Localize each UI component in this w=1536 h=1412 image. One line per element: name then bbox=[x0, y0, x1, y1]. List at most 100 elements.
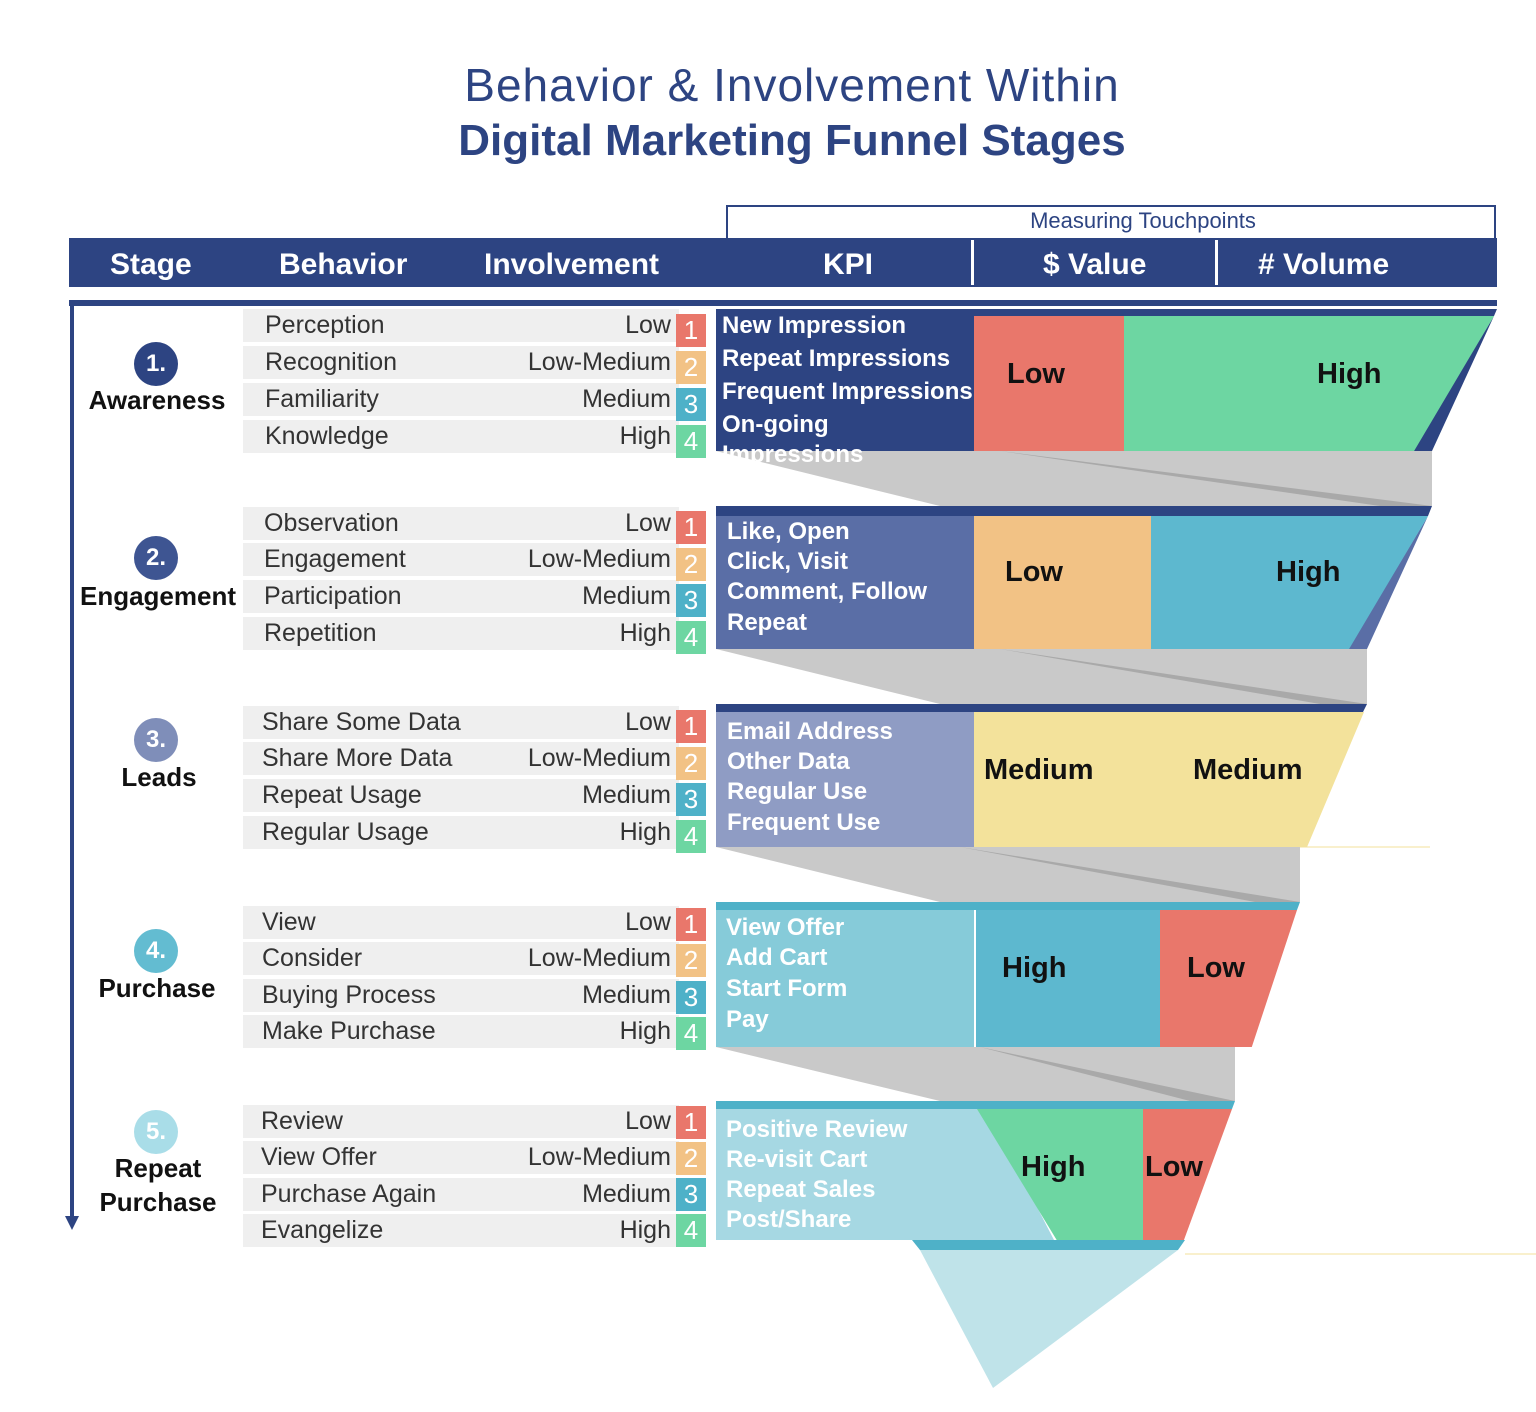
level-badge: 1 bbox=[676, 710, 706, 743]
level-badge: 4 bbox=[676, 1214, 706, 1247]
stage-number-badge: 3. bbox=[134, 718, 178, 762]
behavior-row: Familiarity Medium bbox=[243, 383, 679, 416]
stage-progress-arrowhead bbox=[65, 1216, 79, 1230]
behavior-label: Make Purchase bbox=[262, 1017, 436, 1045]
level-badge: 4 bbox=[676, 425, 706, 458]
behavior-row: Engagement Low-Medium bbox=[243, 543, 679, 576]
level-badge: 3 bbox=[676, 1178, 706, 1211]
level-badge: 2 bbox=[676, 351, 706, 384]
value-cell: Low bbox=[974, 516, 1151, 649]
involvement-label: High bbox=[619, 1017, 671, 1045]
kpi-item: Like, Open bbox=[727, 518, 850, 545]
funnel-connector bbox=[980, 1047, 1235, 1101]
kpi-box: Email Address Other Data Regular Use Fre… bbox=[716, 712, 974, 847]
behavior-row: Make Purchase High bbox=[243, 1015, 679, 1048]
stage-number-badge: 1. bbox=[134, 342, 178, 386]
value-label: Medium bbox=[984, 754, 1094, 786]
value-cell: High bbox=[976, 910, 1160, 1047]
behavior-label: Repetition bbox=[264, 619, 377, 647]
volume-label: Low bbox=[1187, 952, 1245, 984]
behavior-label: Participation bbox=[264, 582, 402, 610]
header-stage: Stage bbox=[110, 248, 192, 281]
involvement-label: High bbox=[619, 818, 671, 846]
value-label: High bbox=[1021, 1151, 1086, 1183]
kpi-item: Regular Use bbox=[727, 778, 868, 805]
involvement-label: Low-Medium bbox=[527, 545, 671, 573]
kpi-item: Email Address bbox=[727, 718, 893, 745]
volume-label: Low bbox=[1145, 1151, 1203, 1183]
behavior-row: Regular Usage High bbox=[243, 816, 679, 849]
behavior-label: Knowledge bbox=[265, 422, 389, 450]
involvement-label: High bbox=[619, 1216, 671, 1244]
behavior-label: Observation bbox=[264, 509, 399, 537]
funnel-bottom-cone bbox=[920, 1250, 1178, 1388]
behavior-label: Recognition bbox=[265, 348, 398, 376]
header-volume: # Volume bbox=[1258, 248, 1390, 281]
behavior-row: Repeat Usage Medium bbox=[243, 779, 679, 812]
behavior-label: Evangelize bbox=[261, 1216, 384, 1244]
volume-label: High bbox=[1276, 556, 1341, 588]
behavior-row: Share More Data Low-Medium bbox=[243, 742, 679, 775]
kpi-item: Click, Visit bbox=[727, 548, 848, 575]
kpi-item: Start Form bbox=[726, 975, 848, 1002]
behavior-row: Buying Process Medium bbox=[243, 979, 679, 1012]
level-badge: 1 bbox=[676, 511, 706, 544]
body-top-rule bbox=[69, 300, 1497, 306]
stage-name-line-2: Purchase bbox=[99, 1187, 217, 1217]
involvement-label: Low-Medium bbox=[527, 348, 671, 376]
behavior-label: Share More Data bbox=[262, 744, 453, 772]
behavior-row: Repetition High bbox=[243, 617, 679, 650]
involvement-label: High bbox=[619, 422, 671, 450]
level-badge: 1 bbox=[676, 314, 706, 347]
behavior-label: Purchase Again bbox=[261, 1180, 437, 1208]
funnel-connector bbox=[716, 847, 1300, 902]
funnel-bottom-band bbox=[912, 1240, 1185, 1250]
funnel-connector bbox=[960, 847, 1300, 902]
behavior-label: Perception bbox=[265, 311, 385, 339]
header-bar bbox=[69, 238, 1497, 287]
kpi-item: On-going Impressions bbox=[722, 411, 864, 468]
funnel-band-2 bbox=[716, 506, 1432, 516]
involvement-label: Medium bbox=[582, 981, 671, 1009]
kpi-item: Comment, Follow bbox=[727, 578, 927, 605]
level-badge: 4 bbox=[676, 1017, 706, 1050]
behavior-label: Repeat Usage bbox=[262, 781, 422, 809]
funnel-connector bbox=[716, 451, 1432, 506]
kpi-item: Add Cart bbox=[726, 944, 828, 971]
value-cell: Low bbox=[974, 316, 1124, 451]
kpi-item: Repeat Sales bbox=[726, 1176, 876, 1203]
funnel-band-5 bbox=[716, 1101, 1235, 1109]
involvement-label: Medium bbox=[582, 582, 671, 610]
stage-name: Leads bbox=[121, 762, 197, 792]
behavior-row: Consider Low-Medium bbox=[243, 942, 679, 975]
kpi-item: Re-visit Cart bbox=[726, 1146, 868, 1173]
stage-progress-line bbox=[70, 306, 74, 1220]
stage-number-badge: 4. bbox=[134, 929, 178, 973]
funnel-band-1 bbox=[716, 309, 1497, 316]
kpi-item: View Offer bbox=[726, 914, 845, 941]
funnel-connector bbox=[716, 1047, 1235, 1101]
value-label: Low bbox=[1005, 556, 1063, 588]
involvement-label: Low-Medium bbox=[527, 944, 671, 972]
kpi-item: Frequent Impressions bbox=[722, 378, 973, 405]
header-behavior: Behavior bbox=[279, 248, 408, 281]
kpi-item: Frequent Use bbox=[727, 809, 881, 836]
behavior-label: Review bbox=[261, 1107, 343, 1135]
kpi-item: Other Data bbox=[727, 748, 850, 775]
involvement-label: High bbox=[619, 619, 671, 647]
header-involvement: Involvement bbox=[484, 248, 660, 281]
behavior-label: Familiarity bbox=[265, 385, 379, 413]
value-volume-cell: Medium Medium bbox=[974, 712, 1364, 847]
level-badge: 2 bbox=[676, 944, 706, 977]
stage-name-line-1: Repeat bbox=[114, 1153, 202, 1183]
kpi-box: Like, Open Click, Visit Comment, Follow … bbox=[716, 516, 974, 649]
behavior-row: Knowledge High bbox=[243, 420, 679, 453]
involvement-label: Low bbox=[625, 1107, 671, 1135]
involvement-label: Low-Medium bbox=[527, 744, 671, 772]
funnel-connector bbox=[716, 649, 1367, 704]
volume-label: High bbox=[1317, 358, 1382, 390]
level-badge: 4 bbox=[676, 621, 706, 654]
level-badge: 1 bbox=[676, 1106, 706, 1139]
level-badge: 1 bbox=[676, 908, 706, 941]
